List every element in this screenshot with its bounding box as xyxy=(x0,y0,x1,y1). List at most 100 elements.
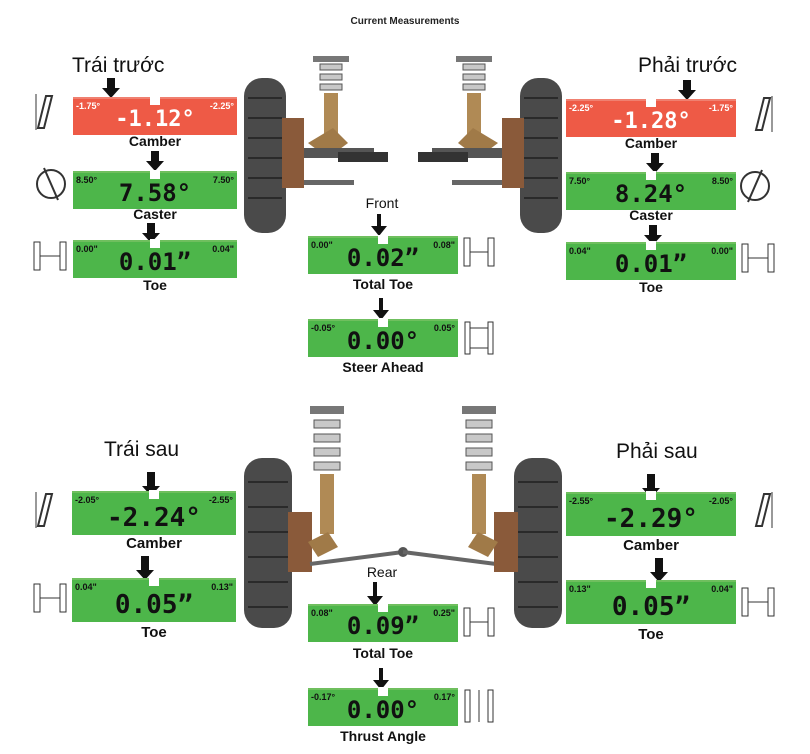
range-min: 0.13" xyxy=(569,584,591,594)
rear-left-heading: Trái sau xyxy=(104,438,180,461)
front-suspension-graphic xyxy=(244,56,562,233)
rear-right-toe-arrow-icon xyxy=(650,558,668,582)
front-total-toe-gauge: 0.00" 0.08" 0.02” xyxy=(308,235,458,274)
range-min: -1.75° xyxy=(76,101,101,111)
range-min: 0.04" xyxy=(569,246,591,256)
range-min: -0.17° xyxy=(311,692,336,702)
toe-icon xyxy=(741,243,775,273)
range-max: -2.55° xyxy=(208,495,233,505)
toe-icon xyxy=(33,241,67,271)
range-max: -1.75° xyxy=(708,103,733,113)
rear-suspension-graphic xyxy=(244,406,562,628)
front-left-camber-gauge: -1.75° -2.25° -1.12° xyxy=(73,96,237,135)
total-toe-icon xyxy=(463,607,495,637)
range-min: 7.50° xyxy=(569,176,591,186)
front-left-caster-gauge: 8.50° 7.50° 7.58° xyxy=(73,170,237,209)
rear-left-camber-gauge: -2.05° -2.55° -2.24° xyxy=(72,490,236,535)
thrust-angle-gauge: -0.17° 0.17° 0.00° xyxy=(308,687,458,726)
caster-caption: Caster xyxy=(133,206,177,222)
caster-caption: Caster xyxy=(629,207,673,223)
camber-wheel-icon xyxy=(35,94,54,130)
steer-ahead-value: 0.00° xyxy=(346,327,420,355)
rear-total-toe-arrow-icon xyxy=(367,582,383,606)
camber-caption: Camber xyxy=(623,537,679,554)
thrust-angle-arrow-icon xyxy=(373,668,389,690)
caster-value: 7.58° xyxy=(118,179,192,207)
range-max: 0.04" xyxy=(711,584,733,594)
camber-wheel-icon xyxy=(754,96,773,132)
front-right-heading: Phải trước xyxy=(638,54,738,77)
range-max: 0.13" xyxy=(211,582,233,592)
steer-ahead-gauge: -0.05° 0.05° 0.00° xyxy=(308,318,458,357)
range-min: 0.00" xyxy=(76,244,98,254)
toe-value: 0.01” xyxy=(118,248,192,276)
caster-value: 8.24° xyxy=(614,180,688,208)
front-left-caster-arrow-icon xyxy=(146,151,164,171)
thrust-angle-value: 0.00° xyxy=(346,696,420,724)
camber-value: -1.12° xyxy=(115,107,195,132)
range-max: 0.05° xyxy=(433,323,455,333)
range-max: 0.17° xyxy=(433,692,455,702)
camber-caption: Camber xyxy=(128,133,182,149)
camber-wheel-icon xyxy=(754,492,773,528)
range-max: 0.25" xyxy=(433,608,455,618)
range-min: -2.05° xyxy=(75,495,100,505)
toe-caption: Toe xyxy=(143,277,167,293)
caster-wheel-icon xyxy=(36,167,66,201)
range-max: -2.05° xyxy=(708,496,733,506)
front-right-caster-gauge: 7.50° 8.50° 8.24° xyxy=(566,171,736,210)
range-max: 8.50° xyxy=(711,176,733,186)
toe-value: 0.05” xyxy=(611,592,691,622)
thrust-angle-icon xyxy=(464,689,494,723)
camber-value: -2.29° xyxy=(604,504,698,534)
camber-value: -1.28° xyxy=(611,109,691,134)
front-right-toe-gauge: 0.04" 0.00" 0.01” xyxy=(566,241,736,280)
steer-ahead-caption: Steer Ahead xyxy=(342,359,424,375)
total-toe-caption: Total Toe xyxy=(352,645,414,661)
camber-caption: Camber xyxy=(126,535,182,552)
rear-left-toe-arrow-icon xyxy=(136,556,154,580)
rear-right-toe-gauge: 0.13" 0.04" 0.05” xyxy=(566,579,736,624)
front-right-camber-gauge: -2.25° -1.75° -1.28° xyxy=(566,98,736,137)
total-toe-value: 0.02” xyxy=(346,244,420,272)
total-toe-caption: Total Toe xyxy=(352,276,414,292)
range-max: 0.04" xyxy=(212,244,234,254)
total-toe-value: 0.09” xyxy=(346,612,420,640)
range-min: 0.08" xyxy=(311,608,333,618)
range-min: 0.00" xyxy=(311,240,333,250)
toe-icon xyxy=(741,587,775,617)
range-max: 0.08" xyxy=(433,240,455,250)
rear-right-camber-gauge: -2.55° -2.05° -2.29° xyxy=(566,491,736,536)
steer-ahead-icon xyxy=(464,321,494,355)
front-right-caster-arrow-icon xyxy=(646,153,664,173)
steer-ahead-arrow-icon xyxy=(373,298,389,320)
rear-total-toe-gauge: 0.08" 0.25" 0.09” xyxy=(308,603,458,642)
rear-left-toe-gauge: 0.04" 0.13" 0.05” xyxy=(72,577,236,622)
front-left-toe-gauge: 0.00" 0.04" 0.01” xyxy=(73,239,237,278)
toe-value: 0.01” xyxy=(614,250,688,278)
total-toe-icon xyxy=(463,237,495,267)
front-left-toe-arrow-icon xyxy=(142,223,160,243)
camber-value: -2.24° xyxy=(107,503,201,533)
toe-icon xyxy=(33,583,67,613)
total-toe-arrow-icon xyxy=(371,214,387,236)
rear-label: Rear xyxy=(366,564,398,580)
front-left-heading: Trái trước xyxy=(72,54,165,77)
range-min: 8.50° xyxy=(76,175,98,185)
range-max: 7.50° xyxy=(212,175,234,185)
camber-wheel-icon xyxy=(35,492,54,528)
front-left-camber-arrow-icon xyxy=(102,78,120,98)
range-min: -2.55° xyxy=(569,496,594,506)
caster-wheel-icon xyxy=(740,169,770,203)
toe-caption: Toe xyxy=(141,624,167,641)
range-max: -2.25° xyxy=(209,101,234,111)
range-max: 0.00" xyxy=(711,246,733,256)
toe-caption: Toe xyxy=(638,626,664,643)
range-min: -0.05° xyxy=(311,323,336,333)
camber-caption: Camber xyxy=(624,135,678,151)
rear-right-heading: Phải sau xyxy=(616,440,698,463)
thrust-angle-caption: Thrust Angle xyxy=(340,728,426,744)
toe-caption: Toe xyxy=(639,279,663,295)
toe-value: 0.05” xyxy=(114,590,194,620)
page-title: Current Measurements xyxy=(350,16,460,27)
